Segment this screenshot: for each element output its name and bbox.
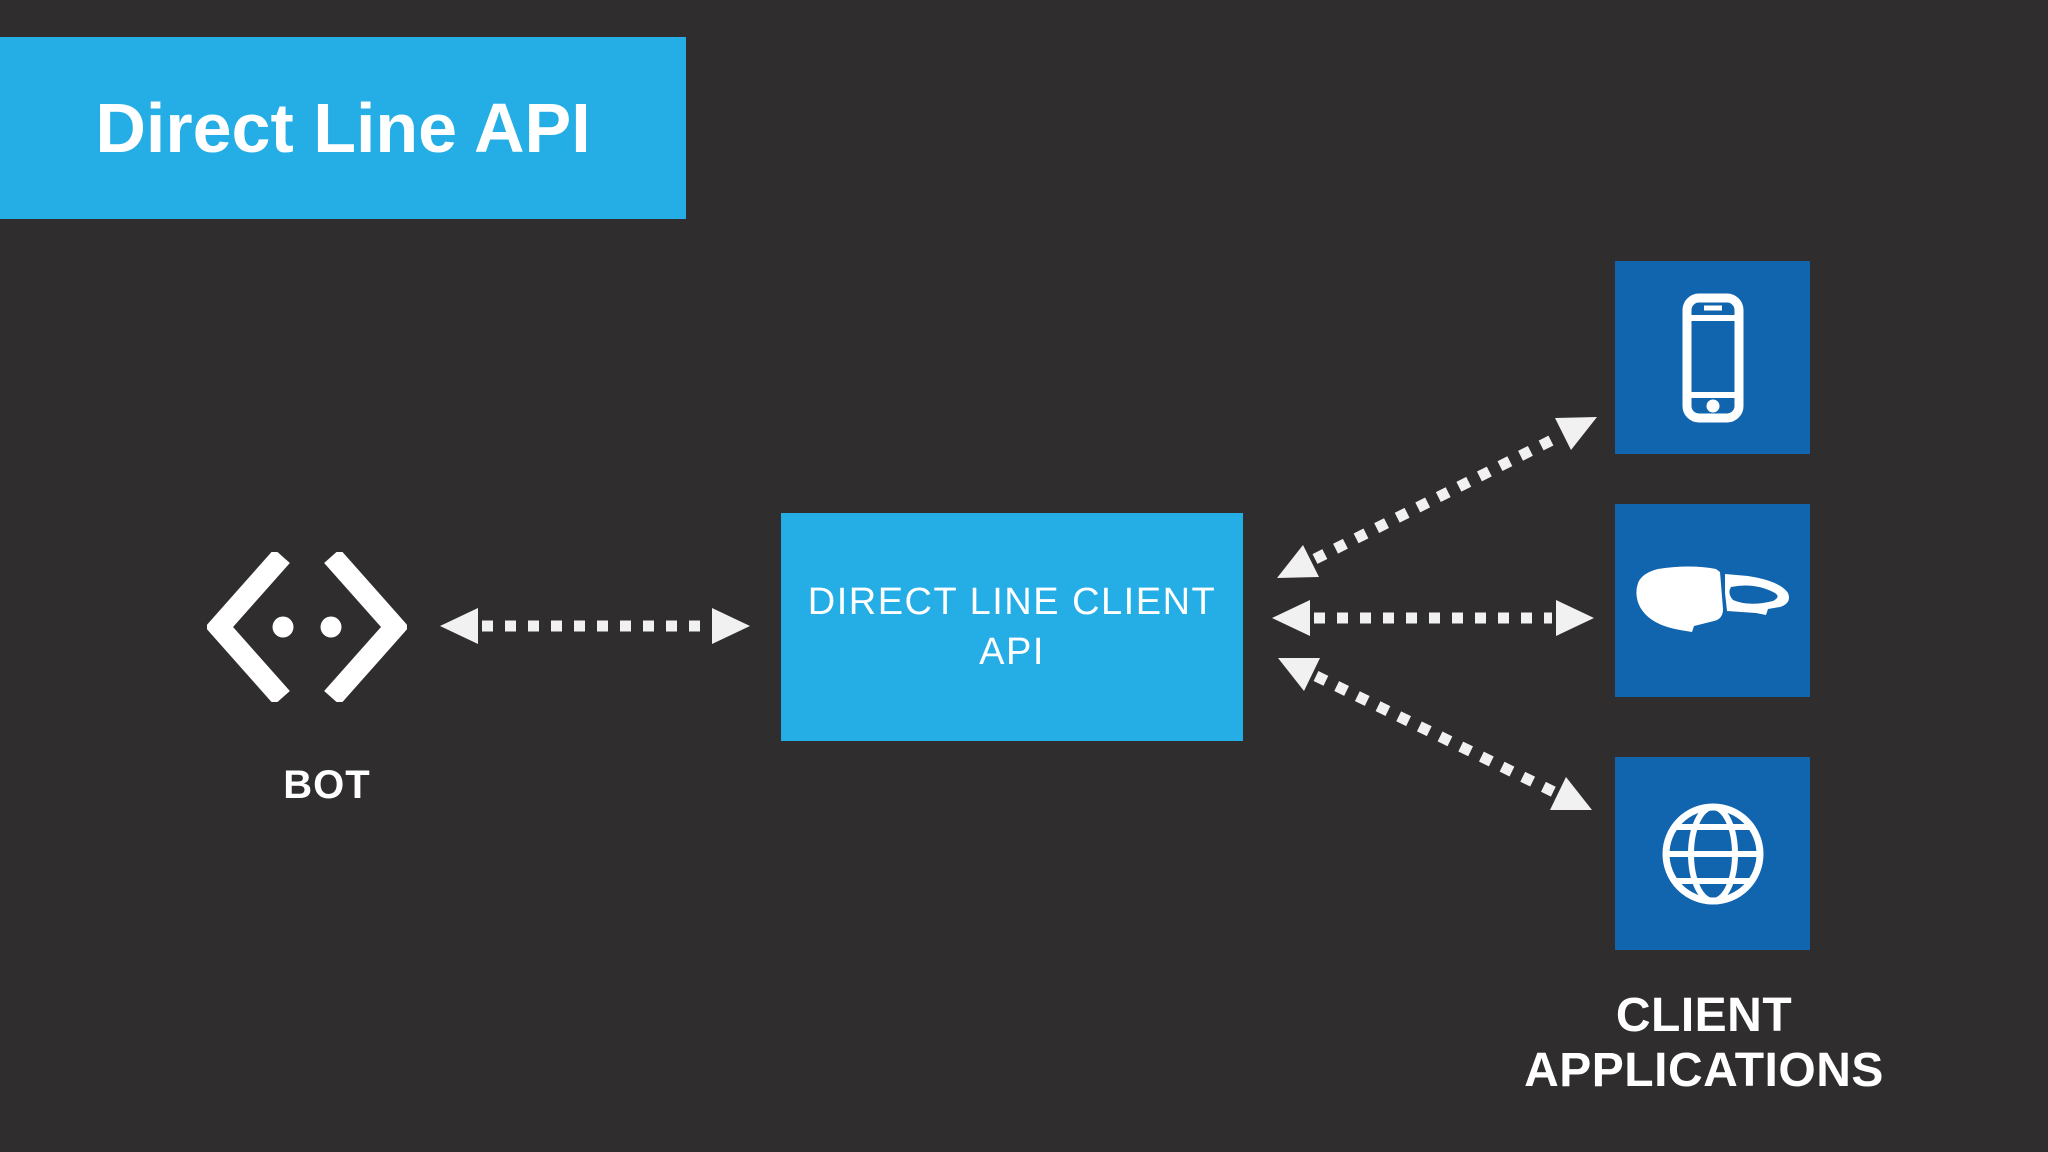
tile-web-client: [1615, 757, 1810, 950]
client-applications-label: CLIENT APPLICATIONS: [1524, 989, 1884, 1097]
arrow-api-to-web: [1278, 658, 1592, 810]
arrow-api-to-hololens: [1272, 600, 1594, 636]
globe-icon: [1662, 803, 1763, 904]
bot-icon: [204, 549, 410, 705]
bot-label: BOT: [283, 763, 371, 807]
api-box-label-line2: API: [979, 631, 1045, 673]
bot-node: [204, 549, 410, 705]
tile-hololens-client: [1615, 504, 1810, 697]
title-banner: Direct Line API: [0, 37, 686, 219]
page-title: Direct Line API: [95, 89, 591, 167]
direct-line-client-api-box: DIRECT LINE CLIENT API: [781, 513, 1243, 741]
smartphone-icon: [1682, 293, 1743, 422]
hololens-icon: [1636, 566, 1789, 632]
arrow-bot-to-api: [440, 608, 750, 644]
api-box-label-line1: DIRECT LINE CLIENT: [807, 581, 1217, 623]
arrow-api-to-mobile: [1277, 417, 1597, 578]
tile-mobile-client: [1615, 261, 1810, 454]
